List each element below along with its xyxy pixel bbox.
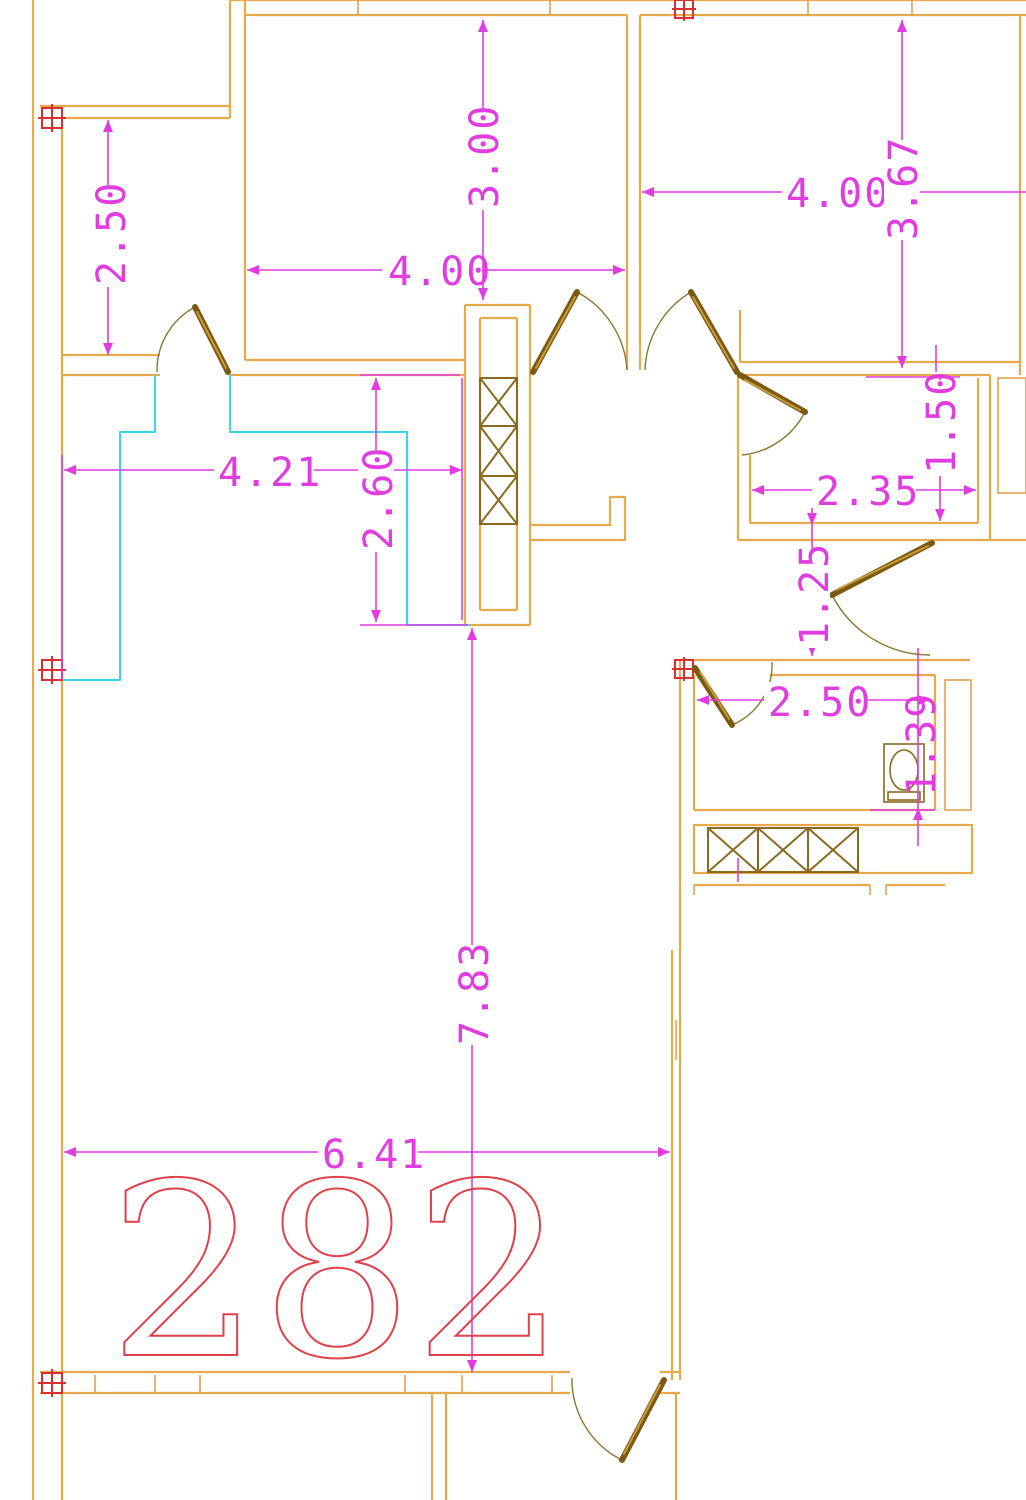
dim-label-bedroom1-depth: 3.00 bbox=[462, 104, 508, 208]
dim-label-bedroom2-depth: 3.67 bbox=[881, 136, 927, 240]
tall-cabinets bbox=[479, 377, 518, 525]
dim-label-closet-depth: 1.50 bbox=[919, 370, 965, 474]
dim-label-hall-depth: 1.25 bbox=[792, 542, 838, 646]
dim-label-bedroom1-width: 4.00 bbox=[388, 249, 492, 295]
dim-label-living-width: 6.41 bbox=[322, 1132, 426, 1178]
exterior-walls bbox=[31, 0, 1026, 1500]
unit-number-label: 282 bbox=[108, 1132, 566, 1412]
dim-label-bathroom-width: 2.50 bbox=[768, 680, 872, 726]
kitchen-island-outline bbox=[229, 375, 470, 626]
dim-label-bathroom-depth: 1.39 bbox=[899, 692, 945, 796]
dimension-labels: 2.50 3.00 4.00 4.00 3.67 4.21 2.60 1.50 … bbox=[88, 104, 965, 1178]
dim-label-left-room-height: 2.50 bbox=[89, 181, 135, 285]
dim-label-kitchen-width: 4.21 bbox=[218, 450, 322, 496]
dim-label-kitchen-depth: 2.60 bbox=[356, 446, 402, 550]
column-markers bbox=[38, 0, 696, 1397]
room-walls bbox=[40, 303, 1026, 1500]
dim-label-living-depth: 7.83 bbox=[452, 941, 498, 1045]
kitchen-counter-outline bbox=[62, 375, 156, 681]
dim-label-closet-width: 2.35 bbox=[816, 469, 920, 515]
dim-label-bedroom2-width: 4.00 bbox=[786, 171, 890, 217]
laundry-cabinets bbox=[707, 827, 859, 873]
